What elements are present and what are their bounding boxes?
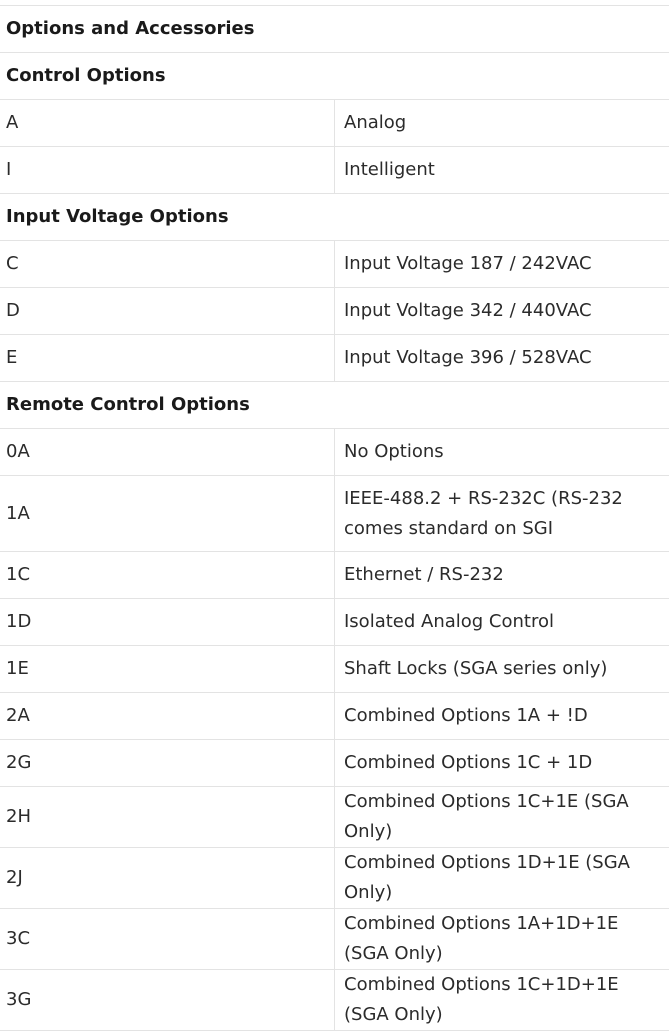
option-code: 2H [0, 787, 335, 848]
option-description: Intelligent [335, 147, 669, 194]
table-title: Options and Accessories [0, 6, 669, 53]
table-row: 3G Combined Options 1C+1D+1E (SGA Only) [0, 970, 669, 1031]
option-description: Input Voltage 187 / 242VAC [335, 241, 669, 288]
option-description: Combined Options 1A + !D [335, 693, 669, 740]
option-description: Combined Options 1D+1E (SGA Only) [335, 848, 669, 909]
option-code: 1C [0, 552, 335, 599]
table-row: C Input Voltage 187 / 242VAC [0, 241, 669, 288]
table-row: 0A No Options [0, 429, 669, 476]
table-row: 2J Combined Options 1D+1E (SGA Only) [0, 848, 669, 909]
option-description: IEEE-488.2 + RS-232C (RS-232 comes stand… [335, 476, 669, 552]
options-table: Options and Accessories Control Options … [0, 5, 669, 1031]
table-row: I Intelligent [0, 147, 669, 194]
table-row: 2H Combined Options 1C+1E (SGA Only) [0, 787, 669, 848]
option-description: Combined Options 1A+1D+1E (SGA Only) [335, 909, 669, 970]
option-code: 3G [0, 970, 335, 1031]
option-code: A [0, 100, 335, 147]
option-code: I [0, 147, 335, 194]
option-code: C [0, 241, 335, 288]
option-description: Input Voltage 396 / 528VAC [335, 335, 669, 382]
option-code: E [0, 335, 335, 382]
option-description: Combined Options 1C+1E (SGA Only) [335, 787, 669, 848]
table-row: 1E Shaft Locks (SGA series only) [0, 646, 669, 693]
section-heading-row: Input Voltage Options [0, 194, 669, 241]
table-title-row: Options and Accessories [0, 6, 669, 53]
option-code: 3C [0, 909, 335, 970]
option-description: Ethernet / RS-232 [335, 552, 669, 599]
table-row: A Analog [0, 100, 669, 147]
option-code: 1A [0, 476, 335, 552]
table-row: D Input Voltage 342 / 440VAC [0, 288, 669, 335]
option-description: Analog [335, 100, 669, 147]
option-description: Shaft Locks (SGA series only) [335, 646, 669, 693]
section-heading-row: Control Options [0, 53, 669, 100]
option-description: Isolated Analog Control [335, 599, 669, 646]
option-description: No Options [335, 429, 669, 476]
table-row: 3C Combined Options 1A+1D+1E (SGA Only) [0, 909, 669, 970]
option-code: 1D [0, 599, 335, 646]
table-row: 2G Combined Options 1C + 1D [0, 740, 669, 787]
section-heading-input-voltage-options: Input Voltage Options [0, 194, 669, 241]
option-code: 0A [0, 429, 335, 476]
option-code: D [0, 288, 335, 335]
table-row: 1C Ethernet / RS-232 [0, 552, 669, 599]
section-heading-remote-control-options: Remote Control Options [0, 382, 669, 429]
table-row: 2A Combined Options 1A + !D [0, 693, 669, 740]
option-code: 2A [0, 693, 335, 740]
option-description: Input Voltage 342 / 440VAC [335, 288, 669, 335]
table-row: 1A IEEE-488.2 + RS-232C (RS-232 comes st… [0, 476, 669, 552]
option-code: 2G [0, 740, 335, 787]
section-heading-control-options: Control Options [0, 53, 669, 100]
option-code: 1E [0, 646, 335, 693]
section-heading-row: Remote Control Options [0, 382, 669, 429]
option-description: Combined Options 1C + 1D [335, 740, 669, 787]
option-code: 2J [0, 848, 335, 909]
table-row: 1D Isolated Analog Control [0, 599, 669, 646]
option-description: Combined Options 1C+1D+1E (SGA Only) [335, 970, 669, 1031]
table-row: E Input Voltage 396 / 528VAC [0, 335, 669, 382]
